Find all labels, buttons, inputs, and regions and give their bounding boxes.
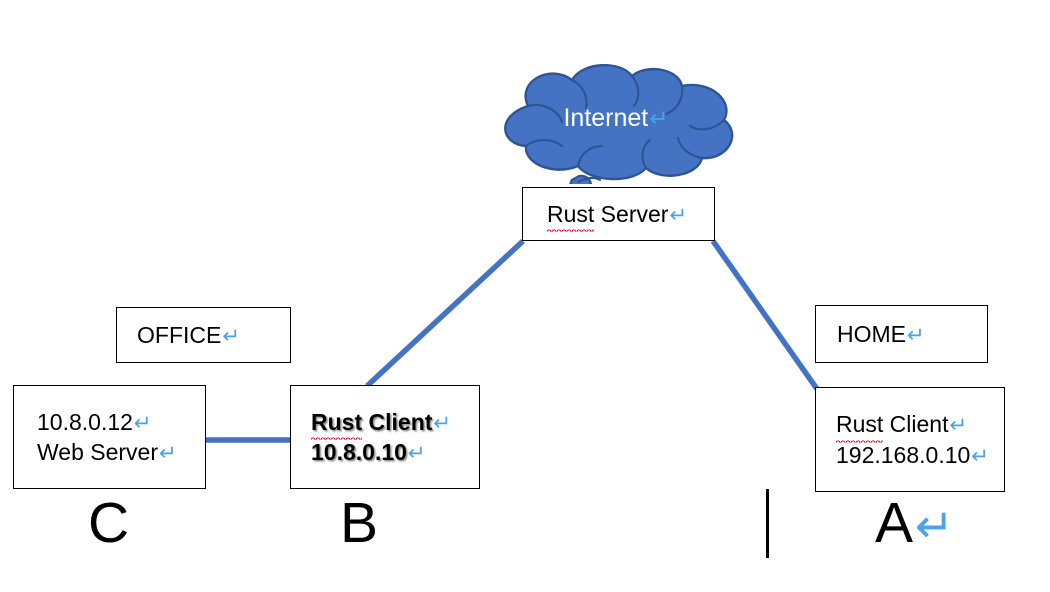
node-rust-client-b[interactable]: Rust Client↵ 10.8.0.10↵ xyxy=(290,385,480,489)
return-mark-icon: ↵ xyxy=(407,440,426,465)
site-letter-a-text: A xyxy=(875,491,914,555)
node-rust-client-a[interactable]: Rust Client↵ 192.168.0.10↵ xyxy=(815,387,1005,492)
zone-label-home[interactable]: HOME↵ xyxy=(815,305,988,363)
site-letter-a: A↵ xyxy=(875,495,954,552)
return-mark-icon: ↵ xyxy=(159,440,177,465)
zone-label-office-text: OFFICE↵ xyxy=(117,320,290,350)
return-mark-icon: ↵ xyxy=(915,500,955,554)
node-web-server[interactable]: 10.8.0.12↵ Web Server↵ xyxy=(13,385,206,489)
site-letter-c: C xyxy=(88,491,130,555)
node-rust-server-rest: Server xyxy=(594,200,669,227)
web-server-ip-text: 10.8.0.12 xyxy=(37,408,133,435)
node-web-server-name: Web Server↵ xyxy=(14,437,205,467)
return-mark-icon: ↵ xyxy=(907,321,925,347)
return-mark-icon: ↵ xyxy=(949,412,968,438)
office-text: OFFICE xyxy=(137,321,222,348)
zone-label-home-text: HOME↵ xyxy=(816,319,987,349)
rust-client-a-rest: Client xyxy=(883,411,949,438)
return-mark-icon: ↵ xyxy=(971,442,990,468)
internet-cloud-icon xyxy=(504,63,734,184)
node-rust-client-b-name: Rust Client↵ xyxy=(291,407,479,441)
rust-client-a-ip-text: 192.168.0.10 xyxy=(836,441,971,468)
zone-label-office[interactable]: OFFICE↵ xyxy=(116,307,291,363)
node-rust-client-b-ip: 10.8.0.10↵ xyxy=(291,437,479,467)
return-mark-icon: ↵ xyxy=(433,409,452,435)
spellcheck-word: Rust xyxy=(311,407,363,441)
return-mark-icon: ↵ xyxy=(133,409,152,435)
node-rust-client-a-name: Rust Client↵ xyxy=(816,409,1004,443)
rust-client-b-ip-text: 10.8.0.10 xyxy=(311,439,407,465)
text-cursor-caret xyxy=(766,489,769,558)
node-rust-client-a-ip: 192.168.0.10↵ xyxy=(816,440,1004,470)
site-letter-b: B xyxy=(340,491,379,555)
node-rust-server[interactable]: Rust Server↵ xyxy=(522,187,715,241)
home-text: HOME xyxy=(837,320,906,347)
web-server-name-text: Web Server xyxy=(37,439,159,465)
return-mark-icon: ↵ xyxy=(669,201,688,227)
return-mark-icon: ↵ xyxy=(222,322,241,348)
node-web-server-ip: 10.8.0.12↵ xyxy=(14,407,205,437)
node-rust-server-line1: Rust Server↵ xyxy=(523,199,714,233)
connector-server-to-client-b xyxy=(365,238,525,389)
spellcheck-word: Rust xyxy=(547,199,595,233)
spellcheck-word: Rust xyxy=(836,409,884,443)
connector-server-to-client-a xyxy=(710,239,820,391)
rust-client-b-rest: Client xyxy=(362,408,433,435)
